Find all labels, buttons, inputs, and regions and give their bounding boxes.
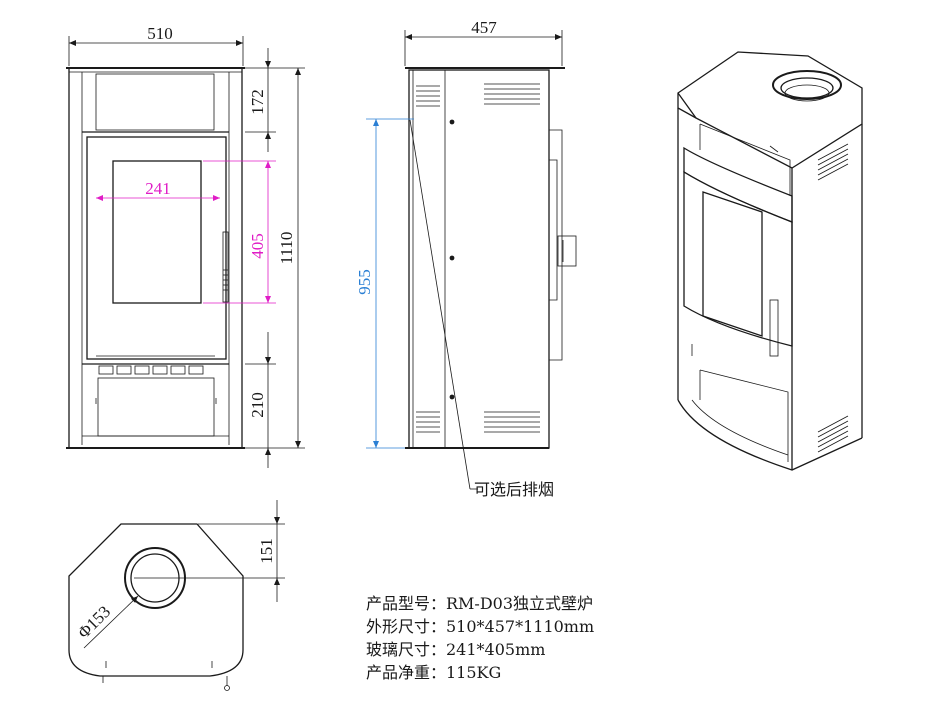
rear-flue-callout: 可选后排烟 [409,119,554,499]
top-depth-label: 151 [257,538,276,564]
total-height-label: 1110 [277,232,296,265]
front-view [66,67,245,449]
front-vent-slots [98,365,204,375]
dim-bottom-section: 210 [245,332,276,468]
door-handle-ribs [223,269,228,291]
spec-model: 产品型号：RM-D03独立式壁炉 [366,594,593,613]
side-vents-bottom-right [484,411,540,433]
spec-outer-size: 外形尺寸：510*457*1110mm [366,617,594,636]
bottom-section-label: 210 [248,392,267,418]
isometric-view [677,51,863,471]
rear-flue-label: 可选后排烟 [474,480,554,499]
dim-front-width: 510 [68,24,244,66]
side-vents-bottom-left [416,411,440,433]
iso-vents-bottom [817,415,849,453]
dim-top-section: 172 [245,48,276,152]
dim-glass-height: 405 [203,160,276,304]
glass-height-label: 405 [248,233,267,259]
side-depth-label: 457 [471,18,497,37]
flue-diameter-label: Φ153 [74,602,114,642]
dim-glass-width: 241 [96,179,220,201]
front-width-label: 510 [147,24,173,43]
dim-total-height: 1110 [245,67,305,449]
side-view [405,67,577,449]
spec-glass-size: 玻璃尺寸：241*405mm [366,640,545,659]
spec-block: 产品型号：RM-D03独立式壁炉 外形尺寸：510*457*1110mm 玻璃尺… [366,594,594,682]
top-section-label: 172 [248,89,267,115]
glass-width-label: 241 [145,179,171,198]
flue-height-label: 955 [355,269,374,295]
iso-vents-top [817,143,849,181]
dim-top-depth: 151 [176,500,285,602]
side-vents-top-right [484,83,540,105]
dim-flue-diameter: Φ153 [74,595,139,649]
dim-flue-height: 955 [355,118,414,449]
side-vents-top-left [416,85,440,107]
dim-side-depth: 457 [404,18,563,66]
spec-net-weight: 产品净重：115KG [366,663,501,682]
